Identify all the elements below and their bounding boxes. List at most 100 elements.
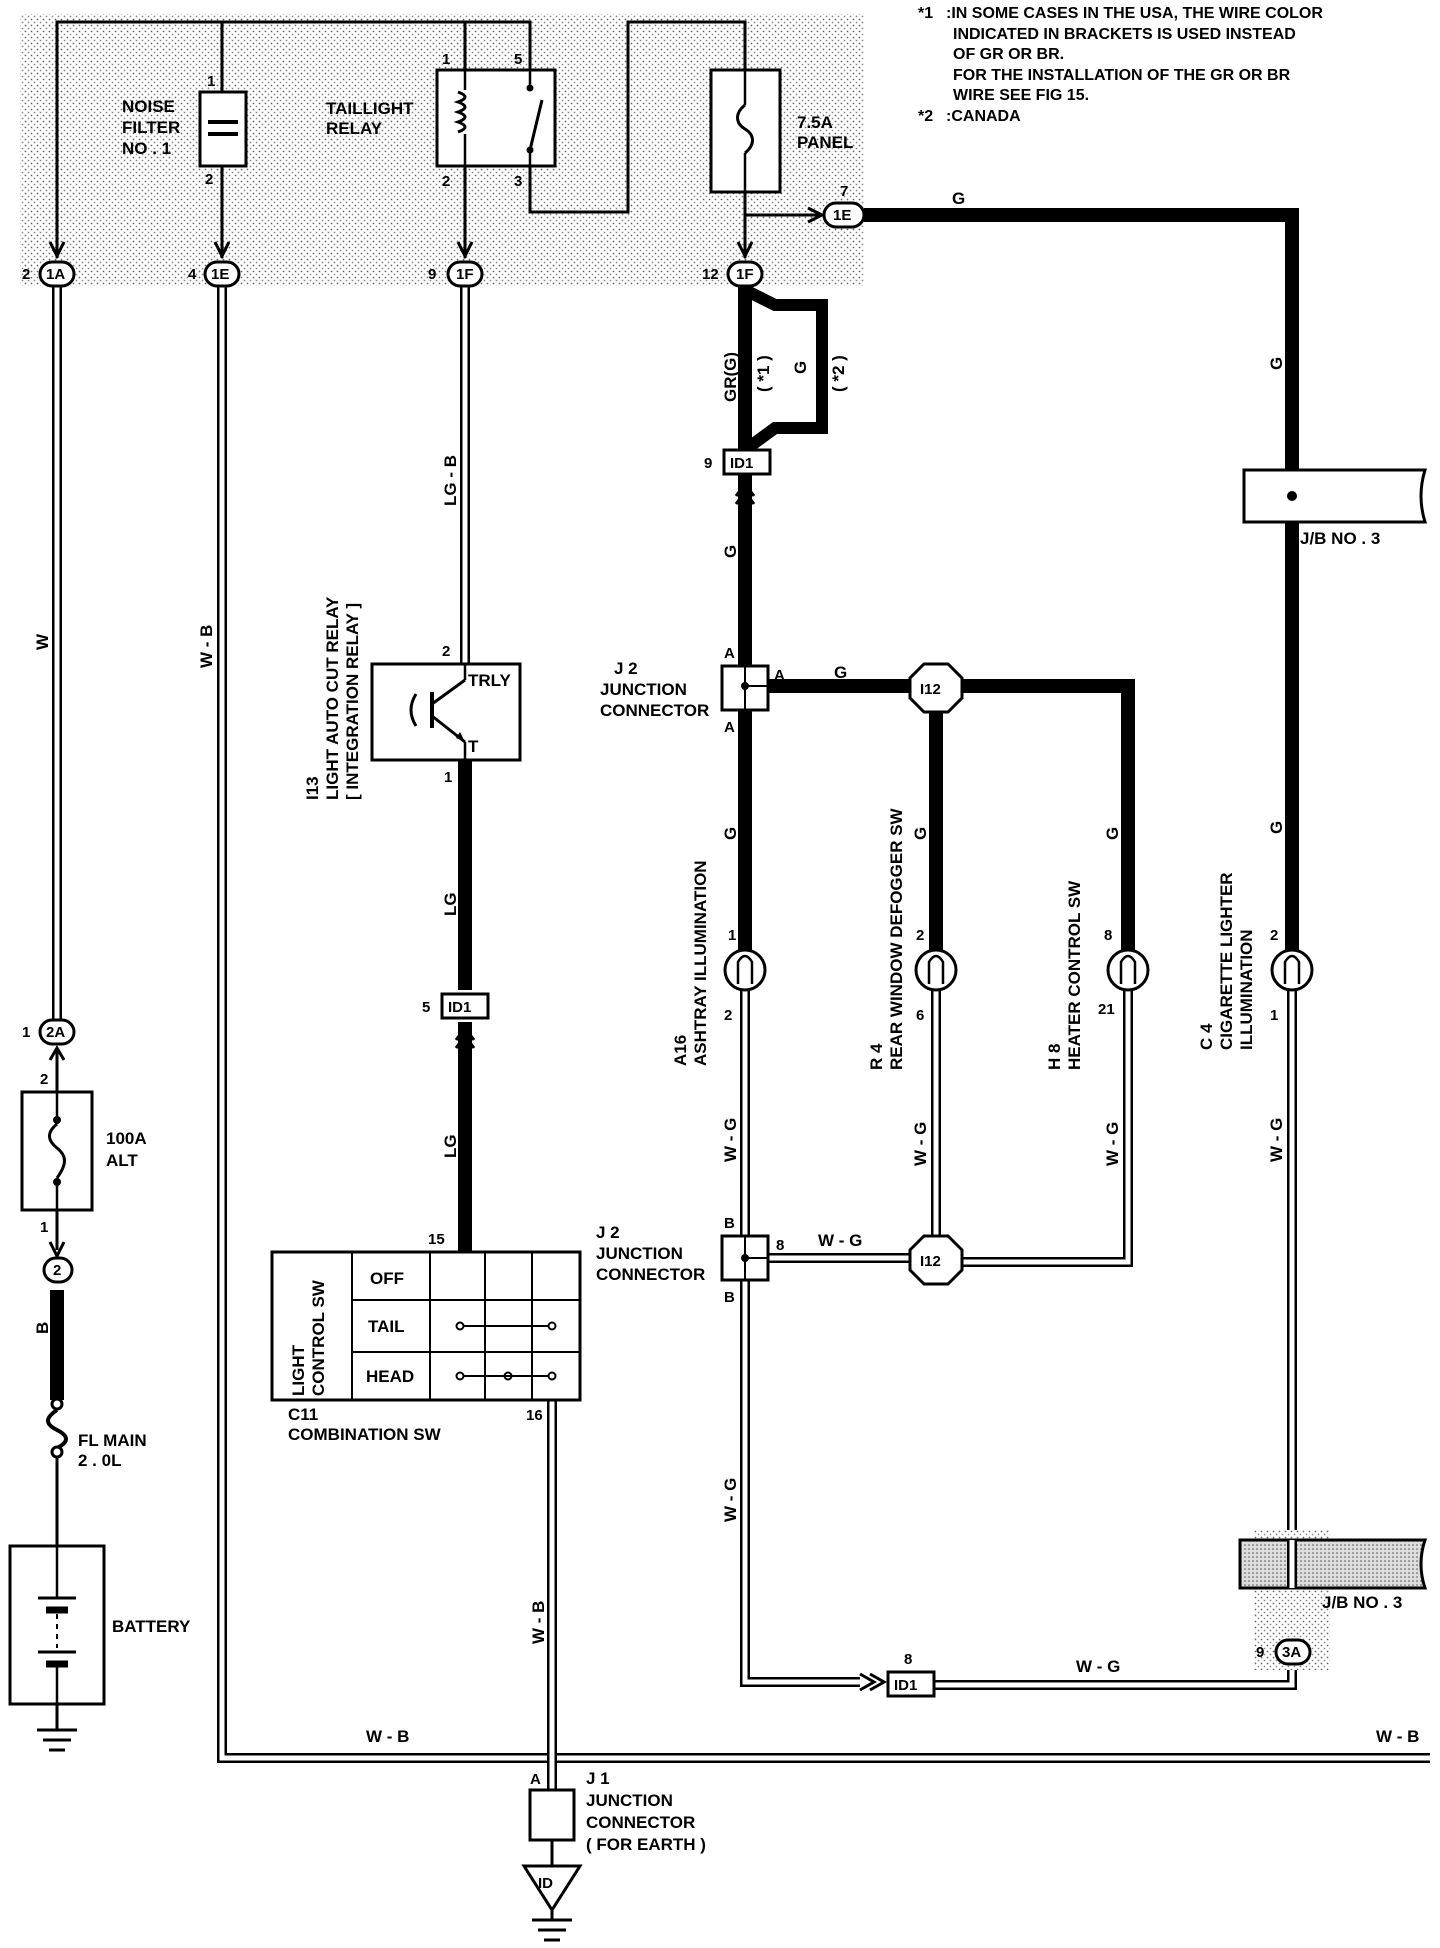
fusible-link-label: FL MAIN	[78, 1431, 147, 1450]
connector-1f: 1F 9	[428, 241, 484, 288]
connector-id1: ID1 5	[422, 992, 490, 1049]
junction-connector-label: JUNCTION	[600, 680, 687, 699]
fusible-link-label: 2 . 0L	[78, 1451, 121, 1470]
pin-label: 8	[776, 1237, 784, 1254]
fuse-label: ALT	[106, 1151, 138, 1170]
pin-label: 2	[40, 1071, 48, 1088]
wire-label: ( *1 )	[754, 355, 773, 392]
connector-code: 2	[53, 1262, 61, 1279]
pin-label: 2	[442, 643, 450, 660]
pin-label: 6	[916, 1007, 924, 1024]
wire-label: W - G	[818, 1231, 862, 1250]
junction-connector-label: JUNCTION	[586, 1791, 673, 1810]
wire-label: G	[721, 827, 740, 840]
wire-label: G	[791, 361, 810, 374]
wire-color-labels: W W - B LG - B LG LG GR(G) ( *1 ) G ( *2…	[33, 189, 1419, 1746]
component-label: REAR WINDOW DEFOGGER SW	[887, 807, 906, 1070]
wire-label: LG - B	[441, 455, 460, 506]
wire-label: G	[1267, 357, 1286, 370]
connector-code: 1A	[46, 266, 65, 283]
battery-label: BATTERY	[112, 1617, 191, 1636]
pin-label: 3	[514, 173, 522, 190]
pin-label: 2	[1270, 927, 1278, 944]
light-auto-cut-relay-i13: TRLY T 2 1 I13 LIGHT AUTO CUT RELAY [ IN…	[303, 596, 522, 800]
fuse-7-5a-panel: 7.5A PANEL	[709, 68, 853, 194]
taillight-relay-label: RELAY	[326, 119, 383, 138]
connector-id1: ID1 9	[704, 448, 772, 505]
junction-connector-label: J 2	[596, 1223, 620, 1242]
pin-label: 12	[702, 266, 719, 283]
pin-label: A	[724, 645, 735, 662]
connector-1a: 1A 2	[22, 241, 76, 288]
switch-position-label: TAIL	[368, 1317, 405, 1336]
connector-code: ID	[538, 1875, 553, 1892]
wire-label: GR(G)	[721, 352, 740, 402]
wire-label: W - B	[1376, 1727, 1419, 1746]
component-label: LIGHT AUTO CUT RELAY	[323, 596, 342, 800]
junction-connector-j2: B 8 B J 2 JUNCTION CONNECTOR	[596, 1215, 784, 1306]
pin-label: 5	[514, 51, 522, 68]
junction-block-no3: J/B NO . 3	[1238, 1538, 1428, 1612]
wire-label: G	[834, 663, 847, 682]
pin-label: B	[724, 1215, 735, 1232]
relay-terminal-label: T	[468, 737, 479, 756]
wire-label: W - G	[911, 1122, 930, 1166]
wire-label: LG	[441, 892, 460, 916]
connector-i12: I12	[908, 1234, 964, 1286]
pin-label: B	[724, 1289, 735, 1306]
component-label: CIGARETTE LIGHTER	[1217, 872, 1236, 1050]
fuse-100a-alt: 100A ALT 2 1	[20, 1071, 147, 1236]
pin-label: 21	[1098, 1001, 1115, 1018]
junction-connector-label: CONNECTOR	[596, 1265, 705, 1284]
noise-filter-label: NO . 1	[122, 139, 171, 158]
fuse-label: 7.5A	[797, 113, 833, 132]
battery: BATTERY	[8, 1544, 191, 1706]
pin-label: 8	[904, 1651, 912, 1668]
connector-id1: ID1 8	[859, 1651, 936, 1698]
fuse-label: 100A	[106, 1129, 147, 1148]
note-1-line: OF GR OR BR.	[953, 46, 1064, 63]
wire-label: W - G	[1076, 1657, 1120, 1676]
wire-label: B	[33, 1322, 52, 1334]
connector-i12: I12	[908, 662, 964, 714]
junction-connector-label: ( FOR EARTH )	[586, 1835, 706, 1854]
wires	[50, 208, 1430, 1808]
connector-code: 1E	[833, 207, 851, 224]
connector-1e: 1E 7	[807, 183, 866, 229]
component-label: ILLUMINATION	[1237, 929, 1256, 1050]
note-1-line: WIRE SEE FIG 15.	[953, 87, 1089, 104]
pin-label: 15	[428, 1231, 445, 1248]
noise-filter-label: FILTER	[122, 118, 180, 137]
note-2-marker: *2	[918, 108, 933, 125]
wire-label: G	[952, 189, 965, 208]
component-label: C11	[288, 1405, 318, 1424]
wire-color-notes: *1 :IN SOME CASES IN THE USA, THE WIRE C…	[918, 5, 1323, 125]
component-label: R 4	[867, 1043, 886, 1070]
pin-label: 1	[207, 73, 215, 90]
pin-label: 2	[916, 927, 924, 944]
component-label: [ INTEGRATION RELAY ]	[343, 603, 362, 800]
wire-label: LG	[441, 1134, 460, 1158]
connector-code: I12	[920, 681, 941, 698]
wire-label: W - G	[1267, 1118, 1286, 1162]
pin-label: 7	[840, 183, 848, 200]
junction-connector-j2: A A A J 2 JUNCTION CONNECTOR	[600, 645, 785, 736]
connector-code: 3A	[1282, 1644, 1301, 1661]
pin-label: 4	[188, 266, 197, 283]
connector-1e: 1E 4	[188, 241, 241, 288]
component-label: H 8	[1045, 1044, 1064, 1070]
pin-label: 8	[1104, 927, 1112, 944]
pin-label: 2	[442, 173, 450, 190]
connector-code: I12	[920, 1253, 941, 1270]
junction-connector-label: J 2	[614, 659, 638, 678]
connector-2: 2	[42, 1241, 74, 1284]
fuse-label: PANEL	[797, 133, 853, 152]
pin-label: 1	[442, 51, 450, 68]
junction-connector-label: CONNECTOR	[586, 1813, 695, 1832]
wire-label: W	[33, 633, 52, 650]
wire-label: W - G	[721, 1118, 740, 1162]
noise-filter-label: NOISE	[122, 97, 175, 116]
pin-label: 16	[526, 1407, 543, 1424]
pin-label: A	[774, 667, 785, 684]
